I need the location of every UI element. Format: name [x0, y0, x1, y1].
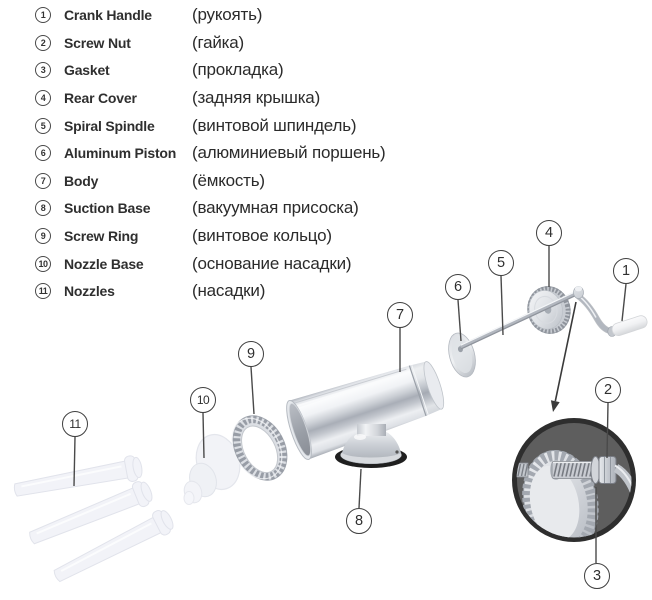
- callout-9: 9: [238, 341, 264, 367]
- parts-list-row: 9 Screw Ring (винтовое кольцо): [0, 222, 460, 250]
- callout-2: 2: [595, 377, 621, 403]
- part-number-badge: 5: [35, 117, 51, 134]
- callout-8: 8: [346, 508, 372, 534]
- nozzle-base: [183, 433, 241, 505]
- leader-lines: [73, 246, 627, 563]
- part-name-ru: (алюминиевый поршень): [192, 143, 386, 163]
- part-name-en: Nozzle Base: [64, 255, 144, 272]
- part-number-badge: 4: [35, 90, 51, 107]
- body-cylinder: [286, 361, 445, 461]
- grip: [611, 315, 648, 337]
- part-name-en: Nozzles: [64, 283, 115, 300]
- leader-line: [606, 402, 609, 459]
- part-name-en: Screw Nut: [64, 34, 131, 51]
- part-name-en: Spiral Spindle: [64, 117, 155, 134]
- part-number-badge: 7: [35, 172, 51, 189]
- parts-list-row: 7 Body (ёмкость): [0, 167, 460, 195]
- part-name-en: Rear Cover: [64, 90, 137, 107]
- callout-5: 5: [488, 250, 514, 276]
- part-name-en: Screw Ring: [64, 228, 139, 245]
- part-name-en: Crank Handle: [64, 7, 152, 24]
- part-name-ru: (задняя крышка): [192, 88, 321, 108]
- parts-list-row: 11 Nozzles (насадки): [0, 277, 460, 305]
- callout-7: 7: [387, 302, 413, 328]
- part-number-badge: 10: [35, 255, 51, 272]
- leader-line: [457, 299, 462, 342]
- callout-4: 4: [536, 220, 562, 246]
- nozzles-group: [13, 455, 174, 583]
- parts-list-row: 8 Suction Base (вакуумная присоска): [0, 195, 460, 223]
- part-number-badge: 6: [35, 145, 51, 162]
- aluminum-piston: [448, 332, 476, 378]
- suction-base: [335, 424, 407, 468]
- magnifier-arrow: [550, 301, 577, 412]
- part-name-ru: (рукоять): [192, 5, 263, 25]
- parts-list-row: 4 Rear Cover (задняя крышка): [0, 84, 460, 112]
- parts-list-row: 1 Crank Handle (рукоять): [0, 2, 460, 30]
- spindle-tip-threads: [516, 462, 529, 478]
- part-name-en: Gasket: [64, 62, 110, 79]
- rear-cover: [527, 286, 571, 334]
- leader-line: [73, 436, 76, 487]
- leader-line: [250, 366, 255, 415]
- screw-nut-closeup: [598, 456, 617, 484]
- crank-handle: [573, 286, 648, 337]
- leader-line: [500, 275, 504, 336]
- parts-list-row: 2 Screw Nut (гайка): [0, 29, 460, 57]
- leader-line: [621, 283, 627, 322]
- part-number-badge: 9: [35, 228, 51, 245]
- part-name-ru: (винтовой шпиндель): [192, 115, 357, 135]
- part-name-ru: (ёмкость): [192, 170, 265, 190]
- leader-line: [358, 468, 362, 509]
- part-number-badge: 3: [35, 62, 51, 79]
- part-name-ru: (насадки): [192, 281, 266, 301]
- magnifier-inset: [512, 418, 636, 542]
- part-number-badge: 11: [35, 283, 51, 300]
- callout-1: 1: [613, 258, 639, 284]
- screw-ring: [231, 415, 288, 481]
- parts-list-row: 10 Nozzle Base (основание насадки): [0, 250, 460, 278]
- part-name-en: Aluminum Piston: [64, 145, 177, 162]
- part-name-ru: (основание насадки): [192, 253, 352, 273]
- part-number-badge: 1: [35, 7, 51, 24]
- part-number-badge: 2: [35, 34, 51, 51]
- part-name-ru: (винтовое кольцо): [192, 226, 332, 246]
- nozzle-tube: [53, 510, 174, 583]
- part-name-ru: (вакуумная присоска): [192, 198, 359, 218]
- spiral-spindle: [460, 289, 580, 350]
- part-name-ru: (гайка): [192, 32, 244, 52]
- part-name-en: Body: [64, 172, 99, 189]
- part-name-ru: (прокладка): [192, 60, 284, 80]
- parts-list: 1 Crank Handle (рукоять) 2 Screw Nut (га…: [0, 2, 460, 306]
- callout-3: 3: [584, 563, 610, 589]
- nozzle-tube: [13, 455, 143, 497]
- parts-list-row: 5 Spiral Spindle (винтовой шпиндель): [0, 112, 460, 140]
- part-number-badge: 8: [35, 200, 51, 217]
- callout-6: 6: [445, 274, 471, 300]
- crank-arm-closeup: [613, 464, 632, 517]
- leader-line: [202, 412, 205, 459]
- part-name-en: Suction Base: [64, 200, 151, 217]
- parts-list-row: 3 Gasket (прокладка): [0, 57, 460, 85]
- parts-list-row: 6 Aluminum Piston (алюминиевый поршень): [0, 139, 460, 167]
- callout-10: 10: [190, 387, 216, 413]
- callout-11: 11: [62, 411, 88, 437]
- nozzle-tube: [29, 481, 153, 545]
